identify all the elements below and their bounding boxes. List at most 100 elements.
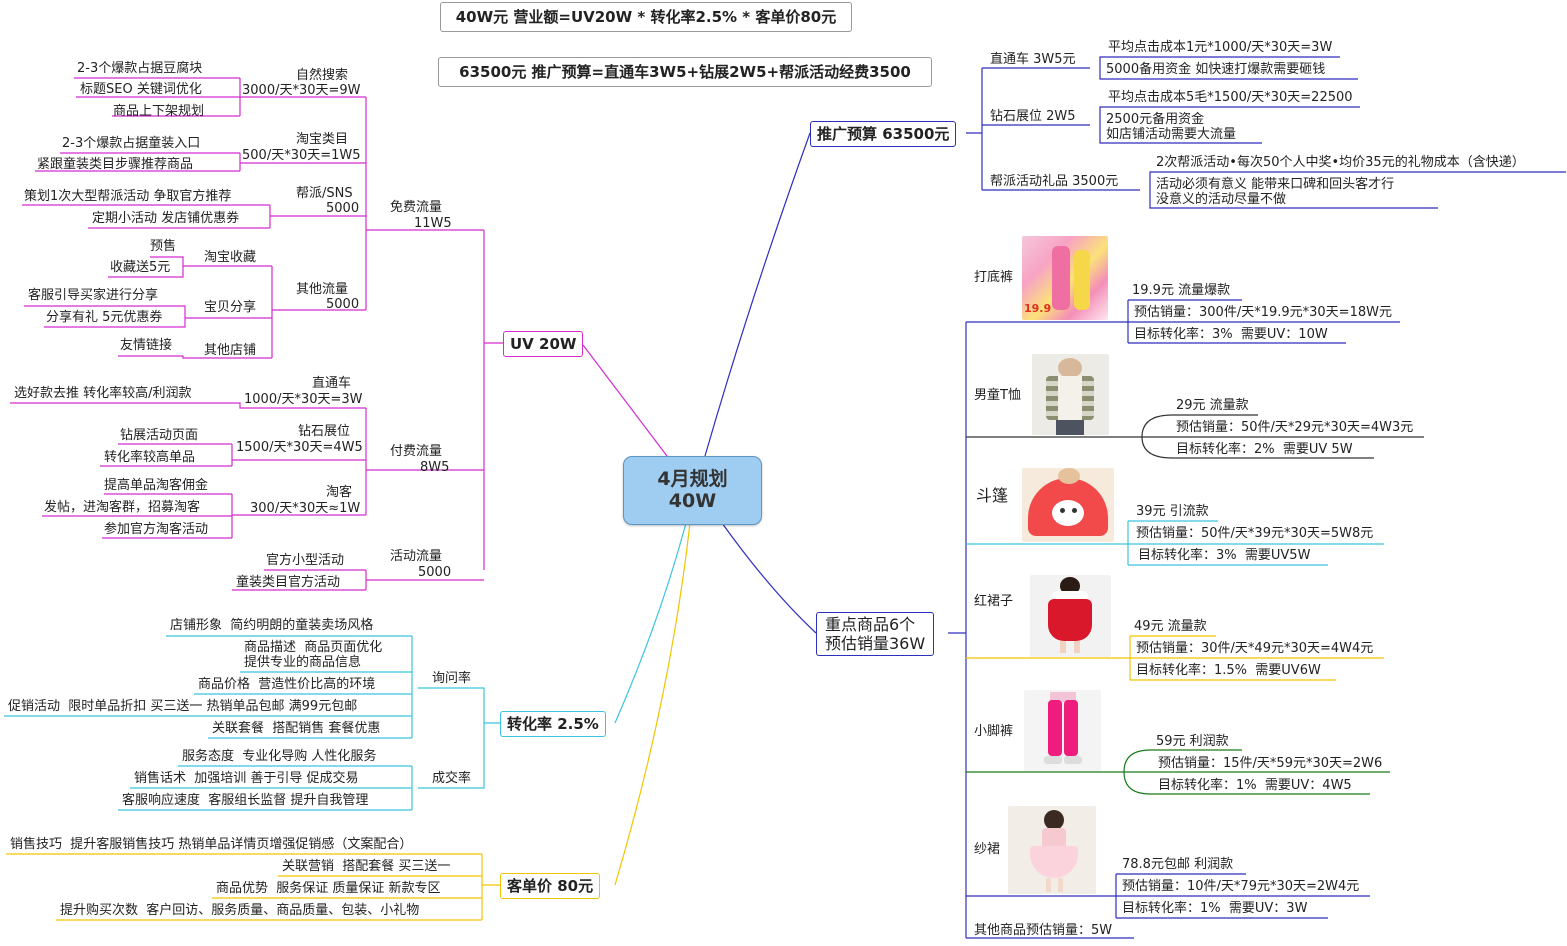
other-shop-item: 友情链接 — [120, 338, 173, 353]
paid-train-item: 选好款去推 转化率较高/利润款 — [14, 386, 192, 401]
product-name: 斗篷 — [976, 486, 1009, 505]
aov-item: 提升购买次数 客户回访、服务质量、商品质量、包装、小礼物 — [60, 903, 420, 918]
product-sales: 预估销量：50件/天*29元*30天=4W3元 — [1176, 420, 1414, 435]
product-name: 红裙子 — [974, 594, 1014, 609]
promo-diamond-item: 2500元备用资金 — [1106, 112, 1205, 127]
paid-diamond-item: 钻展活动页面 — [120, 428, 199, 443]
product-target: 目标转化率：2% 需要UV 5W — [1176, 442, 1353, 457]
taobao-category-value: 500/天*30天=1W5 — [242, 148, 361, 163]
sns-label: 帮派/SNS — [296, 186, 353, 201]
branch-products — [721, 522, 817, 634]
inquiry-item: 提供专业的商品信息 — [244, 655, 362, 670]
promo-guild-item: 没意义的活动尽量不做 — [1156, 192, 1287, 207]
share-label: 宝贝分享 — [204, 300, 257, 315]
inquiry-item: 关联套餐 搭配销售 套餐优惠 — [212, 721, 381, 736]
product-target: 目标转化率：1% 需要UV：4W5 — [1158, 778, 1352, 793]
branch-conversion — [614, 522, 687, 724]
paid-diamond-item: 转化率较高单品 — [104, 450, 196, 465]
natural-search-item: 2-3个爆款占据豆腐块 — [77, 61, 203, 76]
central-topic-line1: 4月规划 — [657, 468, 728, 490]
product-price: 39元 引流款 — [1136, 504, 1209, 519]
product-target: 目标转化率：1% 需要UV：3W — [1122, 901, 1308, 916]
paid-flow-value: 8W5 — [420, 460, 450, 475]
promo-diamond-item: 如店铺活动需要大流量 — [1106, 127, 1237, 142]
taoke-value: 300/天*30天≈1W — [250, 501, 361, 516]
product-price: 29元 流量款 — [1176, 398, 1249, 413]
natural-search-item: 商品上下架规划 — [113, 104, 205, 119]
aov-topic[interactable]: 客单价 80元 — [500, 873, 601, 899]
favorites-item: 预售 — [150, 239, 177, 254]
product-price: 49元 流量款 — [1134, 619, 1207, 634]
activity-flow-label: 活动流量 — [390, 549, 443, 564]
paid-flow-label: 付费流量 — [390, 444, 443, 459]
deal-item: 销售话术 加强培训 善于引导 促成交易 — [134, 771, 359, 786]
paid-train-label: 直通车 — [312, 376, 352, 391]
taoke-item: 发帖，进淘客群，招募淘客 — [44, 500, 201, 515]
free-flow-value: 11W5 — [414, 216, 452, 231]
aov-item: 销售技巧 提升客服销售技巧 热销单品详情页增强促销感（文案配合） — [10, 837, 413, 852]
central-topic[interactable]: 4月规划 40W — [623, 456, 762, 525]
taoke-item: 参加官方淘客活动 — [104, 522, 209, 537]
promo-guild-item: 2次帮派活动•每次50个人中奖•均价35元的礼物成本（含快递） — [1156, 155, 1525, 170]
product-photo-tshirt — [1032, 354, 1109, 435]
promo-topic[interactable]: 推广预算 63500元 — [810, 121, 957, 147]
activity-item: 童装类目官方活动 — [236, 575, 341, 590]
taoke-item: 提高单品淘客佣金 — [104, 478, 209, 493]
promo-diamond-label: 钻石展位 2W5 — [990, 109, 1076, 124]
branch-uv — [582, 344, 668, 457]
product-sales: 预估销量：15件/天*59元*30天=2W6 — [1158, 756, 1383, 771]
product-name: 小脚裤 — [974, 724, 1014, 739]
promo-train-label: 直通车 3W5元 — [990, 52, 1076, 67]
product-photo-red-dress — [1030, 575, 1111, 657]
inquiry-item: 商品价格 营造性价比高的环境 — [198, 677, 376, 692]
taobao-category-item: 2-3个爆款占据童装入口 — [62, 136, 201, 151]
activity-item: 官方小型活动 — [266, 553, 345, 568]
sns-item: 定期小活动 发店铺优惠券 — [92, 211, 240, 226]
activity-flow-value: 5000 — [418, 565, 452, 580]
taobao-category-label: 淘宝类目 — [296, 132, 349, 147]
formula-budget: 63500元 推广预算=直通车3W5+钻展2W5+帮派活动经费3500 — [438, 57, 932, 87]
paid-train-value: 1000/天*30天=3W — [244, 392, 363, 407]
inquiry-item: 店铺形象 简约明朗的童装卖场风格 — [170, 618, 374, 633]
inquiry-item: 商品描述 商品页面优化 — [244, 640, 383, 655]
product-target: 目标转化率：3% 需要UV：10W — [1134, 327, 1328, 342]
product-price: 59元 利润款 — [1156, 734, 1229, 749]
product-name: 打底裤 — [974, 270, 1014, 285]
share-item: 客服引导买家进行分享 — [28, 288, 159, 303]
product-photo-leggings: 19.9 — [1022, 236, 1108, 320]
conversion-topic[interactable]: 转化率 2.5% — [500, 711, 606, 737]
deal-item: 服务态度 专业化导购 人性化服务 — [182, 749, 377, 764]
products-topic-line1: 重点商品6个 — [825, 615, 916, 634]
promo-train-item: 平均点击成本1元*1000/天*30天=3W — [1108, 40, 1333, 55]
uv-topic[interactable]: UV 20W — [503, 331, 584, 357]
products-topic-line2: 预估销量36W — [825, 634, 926, 653]
product-name: 男童T恤 — [974, 388, 1021, 403]
product-target: 目标转化率：3% 需要UV5W — [1138, 548, 1311, 563]
paid-diamond-value: 1500/天*30天=4W5 — [236, 440, 363, 455]
product-sales: 预估销量：50件/天*39元*30天=5W8元 — [1136, 526, 1374, 541]
product-name: 纱裙 — [974, 842, 1001, 857]
product-sales: 预估销量：300件/天*19.9元*30天=18W元 — [1134, 305, 1392, 320]
other-shop-label: 其他店铺 — [204, 343, 257, 358]
deal-item: 客服响应速度 客服组长监督 提升自我管理 — [122, 793, 369, 808]
favorites-label: 淘宝收藏 — [204, 250, 257, 265]
product-target: 目标转化率：1.5% 需要UV6W — [1136, 663, 1321, 678]
sns-item: 策划1次大型帮派活动 争取官方推荐 — [24, 189, 232, 204]
natural-search-label: 自然搜索 — [296, 68, 349, 83]
product-price: 78.8元包邮 利润款 — [1122, 857, 1234, 872]
aov-item: 商品优势 服务保证 质量保证 新款专区 — [216, 881, 441, 896]
inquiry-item: 促销活动 限时单品折扣 买三送一 热销单品包邮 满99元包邮 — [8, 699, 358, 714]
formula-revenue: 40W元 营业额=UV20W * 转化率2.5% * 客单价80元 — [440, 2, 852, 32]
paid-diamond-label: 钻石展位 — [298, 424, 351, 439]
product-price: 19.9元 流量爆款 — [1132, 283, 1231, 298]
natural-search-value: 3000/天*30天=9W — [242, 83, 361, 98]
other-flow-label: 其他流量 — [296, 282, 349, 297]
favorites-item: 收藏送5元 — [110, 260, 171, 275]
natural-search-item: 标题SEO 关键词优化 — [80, 82, 202, 97]
products-topic[interactable]: 重点商品6个 预估销量36W — [816, 612, 935, 656]
taoke-label: 淘客 — [326, 485, 353, 500]
price-badge: 19.9 — [1024, 302, 1052, 315]
sns-value: 5000 — [326, 201, 360, 216]
branch-aov — [614, 522, 691, 886]
